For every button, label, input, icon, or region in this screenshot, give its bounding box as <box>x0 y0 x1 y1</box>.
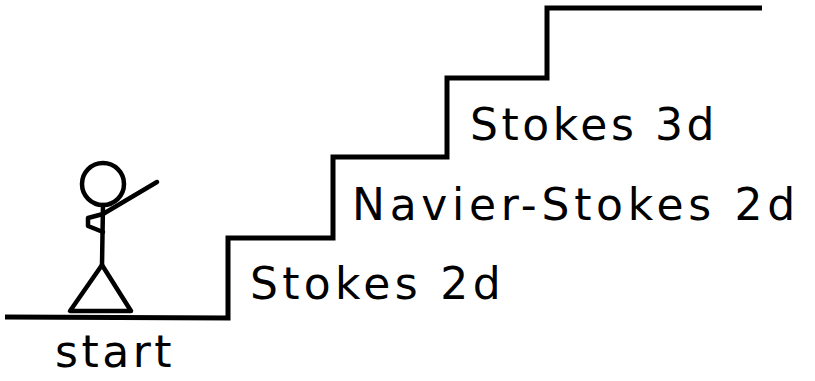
start-label: start <box>55 330 175 374</box>
step-label: Navier-Stokes 2d <box>352 183 800 227</box>
figure-legs <box>70 265 131 311</box>
figure-bent-arm <box>88 214 103 232</box>
stick-figure <box>70 163 157 311</box>
step-label: Stokes 3d <box>470 103 718 147</box>
staircase <box>5 8 762 318</box>
figure-pointing-arm <box>103 182 157 214</box>
figure-head <box>82 163 124 205</box>
step-label: Stokes 2d <box>250 262 505 306</box>
